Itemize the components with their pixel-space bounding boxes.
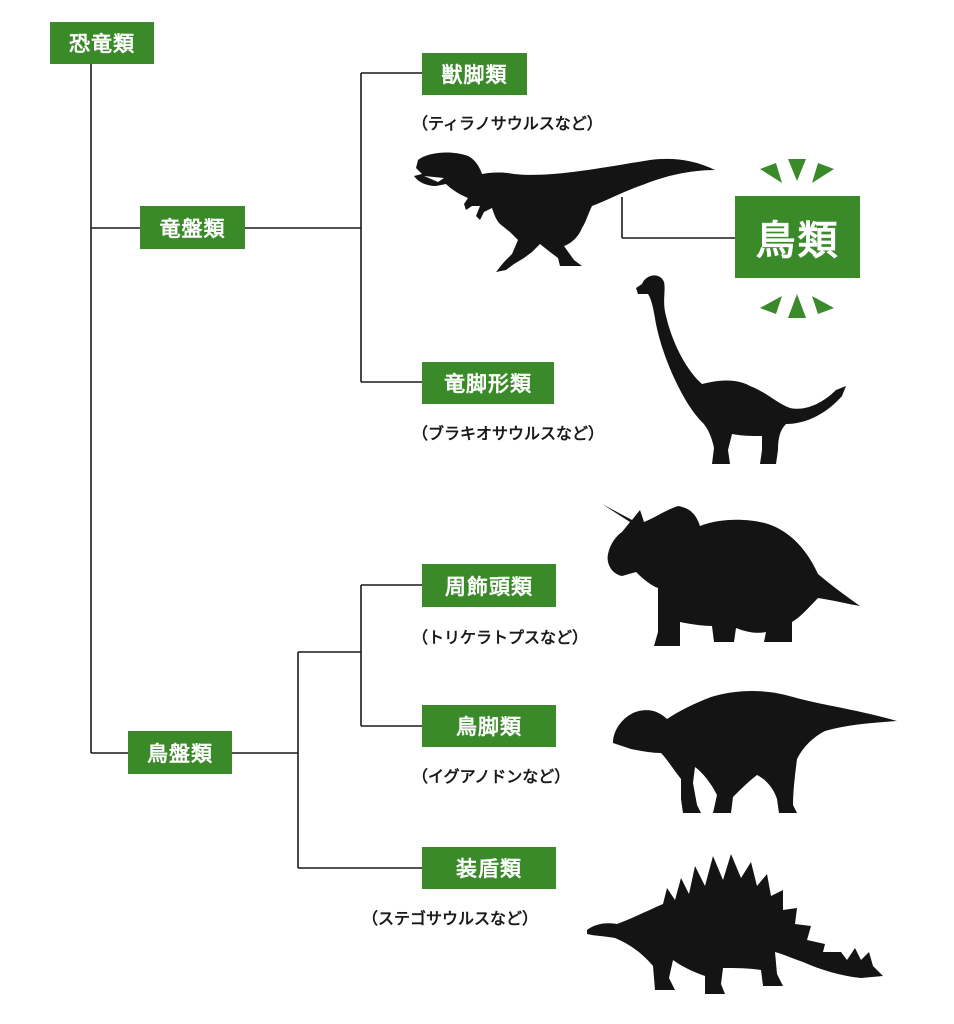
birds-emphasis-bottom [760, 294, 834, 318]
iguanodon-icon [613, 691, 897, 813]
birds-label: 鳥類 [735, 196, 860, 278]
birds-emphasis-top [760, 159, 834, 183]
marginocephalia-example: （トリケラトプスなど） [412, 628, 589, 647]
thyreophora-label: 装盾類 [422, 847, 556, 889]
ornithischia-label: 鳥盤類 [128, 731, 232, 774]
theropoda-example: （ティラノサウルスなど） [412, 114, 603, 133]
brachiosaurus-icon [636, 275, 846, 464]
marginocephalia-label: 周飾頭類 [422, 564, 556, 607]
ornithopoda-label: 鳥脚類 [422, 705, 556, 747]
stegosaurus-icon [587, 854, 883, 994]
saurischia-label: 竜盤類 [140, 206, 245, 249]
root-label-dinosauria: 恐竜類 [50, 22, 154, 64]
sauropodomorpha-label: 竜脚形類 [422, 362, 554, 404]
tyrannosaurus-icon [414, 152, 715, 272]
theropoda-label: 獣脚類 [422, 53, 527, 95]
sauropodomorpha-example: （ブラキオサウルスなど） [412, 424, 605, 443]
ornithopoda-example: （イグアノドンなど） [412, 767, 571, 786]
triceratops-icon [602, 504, 860, 646]
thyreophora-example: （ステゴサウルスなど） [362, 909, 539, 928]
